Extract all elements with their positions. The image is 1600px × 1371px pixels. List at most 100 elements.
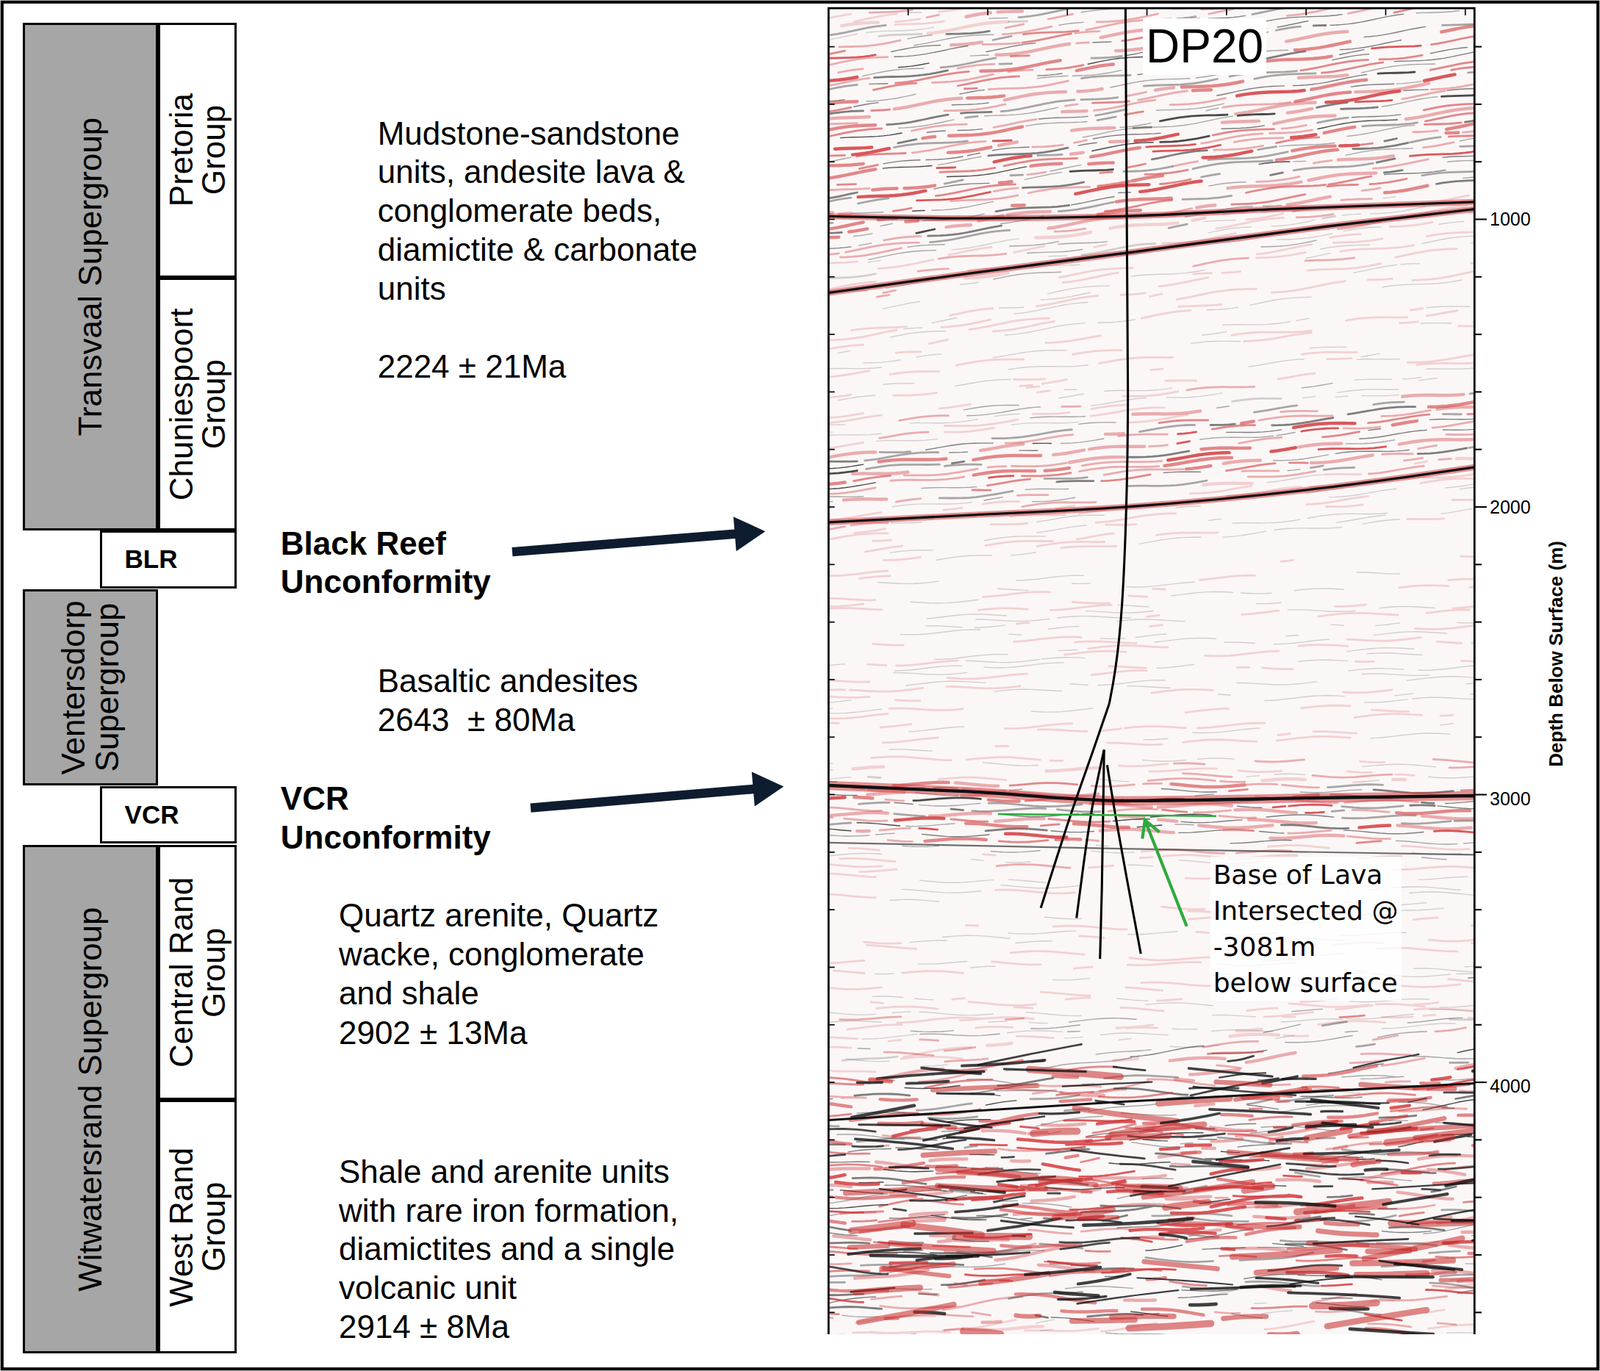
axis-tick xyxy=(828,219,835,221)
unit-description: Quartz arenite, Quartz wacke, conglomera… xyxy=(338,896,685,1013)
deep-reflector xyxy=(1311,1100,1379,1109)
axis-tick xyxy=(1464,8,1467,16)
supergroup-band: Witwatersrand Supergroup xyxy=(22,845,159,1355)
deep-reflector xyxy=(881,1264,954,1269)
deep-reflector xyxy=(1383,1194,1448,1205)
deep-reflector xyxy=(1322,1123,1373,1128)
depth-tick xyxy=(1474,1081,1487,1084)
pointer-arrow xyxy=(529,771,784,813)
depth-tick xyxy=(1474,851,1482,854)
depth-tick xyxy=(1474,794,1487,796)
group-box: West Rand Group xyxy=(158,1100,237,1355)
deep-reflector xyxy=(1356,1273,1428,1276)
deep-reflector xyxy=(1074,1108,1177,1122)
deep-reflector xyxy=(1222,1317,1266,1320)
deep-reflector xyxy=(1256,1268,1337,1273)
age-label: 2902 ± 13Ma xyxy=(338,1014,528,1054)
axis-tick xyxy=(828,46,835,48)
unit-name: Central Rand Group xyxy=(165,856,231,1090)
deep-reflector xyxy=(1303,1150,1399,1154)
deep-reflector xyxy=(1113,1067,1146,1071)
well-name: DP20 xyxy=(1142,18,1267,75)
axis-tick xyxy=(1385,8,1387,16)
depth-tick xyxy=(1474,390,1482,393)
deep-reflector xyxy=(1040,1181,1096,1185)
depth-tick xyxy=(1474,103,1482,106)
depth-axis xyxy=(828,8,1487,1335)
supergroup-band: Transvaal Supergroup xyxy=(22,22,159,531)
seismic-trace xyxy=(828,8,1475,1335)
deep-reflector xyxy=(955,1204,1018,1213)
deep-reflector xyxy=(1394,1264,1462,1271)
axis-tick xyxy=(987,8,989,16)
deep-reflector xyxy=(848,1248,921,1255)
axis-tick xyxy=(828,276,835,278)
depth-tick xyxy=(1474,46,1482,48)
well-trajectory xyxy=(1040,704,1110,909)
well-trajectory xyxy=(1106,765,1141,954)
callout-note: Base of Lava Intersected @ -3081m below … xyxy=(1210,856,1402,1002)
seismic-texture xyxy=(828,8,1475,1335)
reflector-halo xyxy=(828,202,1475,219)
unconformity-label: Black Reef Unconformity xyxy=(280,524,509,603)
axis-title: Depth Below Surface (m) xyxy=(1544,540,1568,768)
deep-reflector xyxy=(923,1128,979,1141)
deep-reflector xyxy=(1128,1323,1212,1329)
deep-reflector xyxy=(962,1331,1001,1335)
deep-reflector xyxy=(947,1137,995,1141)
unit-name: Transvaal Supergroup xyxy=(73,33,108,520)
unit-description: Mudstone-sandstone units, andesite lava … xyxy=(377,114,735,309)
deep-reflector xyxy=(1111,1124,1205,1135)
deep-reflector xyxy=(1216,1148,1290,1161)
deep-reflector xyxy=(1327,1310,1427,1327)
depth-tick xyxy=(1474,276,1482,278)
seismic-trace xyxy=(828,17,1475,1276)
deep-reflector xyxy=(879,1189,957,1200)
deep-reflector xyxy=(1058,1296,1107,1300)
deep-reflector xyxy=(1355,1217,1420,1226)
deep-reflector xyxy=(1136,1278,1233,1285)
axis-tick xyxy=(828,851,835,854)
axis-tick xyxy=(828,1254,835,1257)
reflector xyxy=(828,785,1475,802)
deep-reflector xyxy=(870,1079,891,1082)
seismic-ground xyxy=(828,8,1475,1335)
panel-frame xyxy=(828,8,1475,1335)
seismic-trace xyxy=(828,8,1475,1335)
depth-tick xyxy=(1474,1311,1482,1314)
deep-reflector xyxy=(856,1081,882,1085)
deep-reflector xyxy=(1062,1082,1153,1088)
deep-reflector xyxy=(1107,1136,1169,1138)
deep-reflector xyxy=(889,1167,929,1170)
axis-tick xyxy=(828,1024,835,1026)
deep-reflector xyxy=(1003,1069,1086,1072)
seismic-trace xyxy=(828,8,1475,1335)
unconformity-box: BLR xyxy=(99,530,237,589)
deep-reflector xyxy=(1288,1292,1400,1298)
depth-tick xyxy=(1474,449,1482,451)
unit-description: Shale and arenite units with rare iron f… xyxy=(338,1153,696,1309)
deep-reflector xyxy=(1078,1274,1131,1284)
unit-name: Pretoria Group xyxy=(165,68,231,232)
axis-tick xyxy=(828,679,835,681)
age-label: 2224 ± 21Ma xyxy=(377,347,567,387)
base-of-lava-line xyxy=(998,814,1217,817)
axis-tick xyxy=(828,506,835,508)
seismic-trace xyxy=(828,21,1475,1275)
deep-reflector xyxy=(1025,1267,1101,1276)
axis-tick xyxy=(828,736,835,738)
pointer-arrow xyxy=(511,516,766,557)
depth-tick xyxy=(1474,1197,1482,1199)
deep-reflector xyxy=(1364,1169,1387,1171)
deep-reflector xyxy=(937,1092,994,1096)
unit-name: Chuniespoort Group xyxy=(165,288,231,520)
deep-reflector xyxy=(1444,1123,1476,1128)
deep-reflector xyxy=(1054,1292,1099,1297)
age-label: 2643 ± 80Ma xyxy=(377,701,576,741)
deep-reflector xyxy=(1268,1128,1293,1133)
deep-reflector xyxy=(978,1044,1082,1065)
depth-tick xyxy=(1474,966,1482,968)
axis-tick xyxy=(828,794,835,796)
deep-reflector xyxy=(1227,1225,1300,1228)
